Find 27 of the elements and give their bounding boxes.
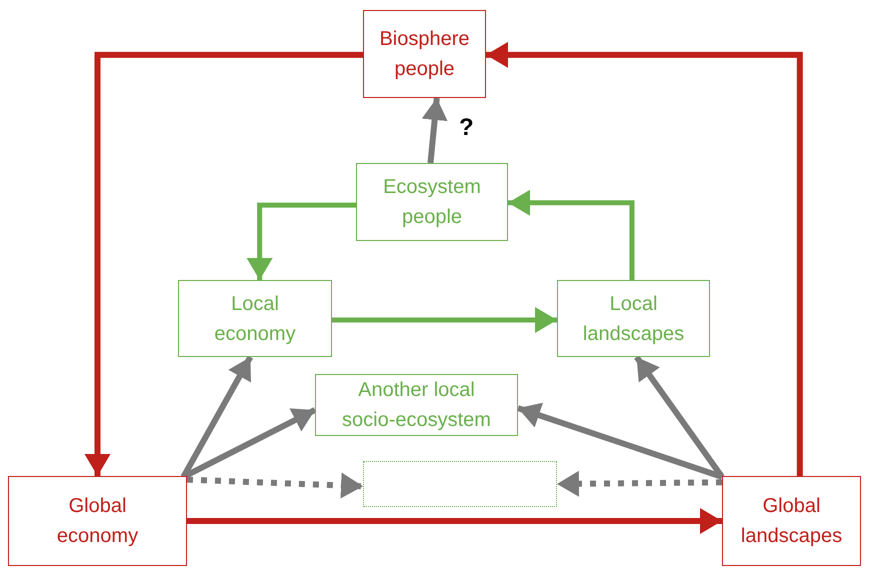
concept-box xyxy=(722,476,861,566)
arrow xyxy=(187,508,722,534)
arrow xyxy=(517,402,723,480)
node-label: Biosphere people xyxy=(378,27,471,82)
concept-box xyxy=(356,163,508,241)
node-label: Ecosystem people xyxy=(382,175,482,230)
node-label: Local landscapes xyxy=(582,292,686,346)
node-label: Local economy xyxy=(213,292,297,346)
node-label: Global landscapes xyxy=(740,494,844,549)
arrow xyxy=(508,190,634,280)
arrow xyxy=(180,356,253,478)
concept-box xyxy=(8,476,187,566)
arrow xyxy=(634,355,724,479)
concept-box xyxy=(557,280,710,357)
arrow xyxy=(186,472,364,498)
arrow xyxy=(486,42,803,476)
arrow xyxy=(84,52,363,476)
concept-box xyxy=(178,280,332,357)
node-label: Another local socio-ecosystem xyxy=(341,378,492,433)
arrow xyxy=(556,470,722,497)
node-label: Global economy xyxy=(56,494,140,549)
arrow xyxy=(246,202,356,280)
empty-box xyxy=(363,461,557,507)
arrow xyxy=(422,98,448,164)
concept-box xyxy=(315,374,518,436)
arrow xyxy=(332,307,557,334)
concept-box xyxy=(363,10,486,98)
